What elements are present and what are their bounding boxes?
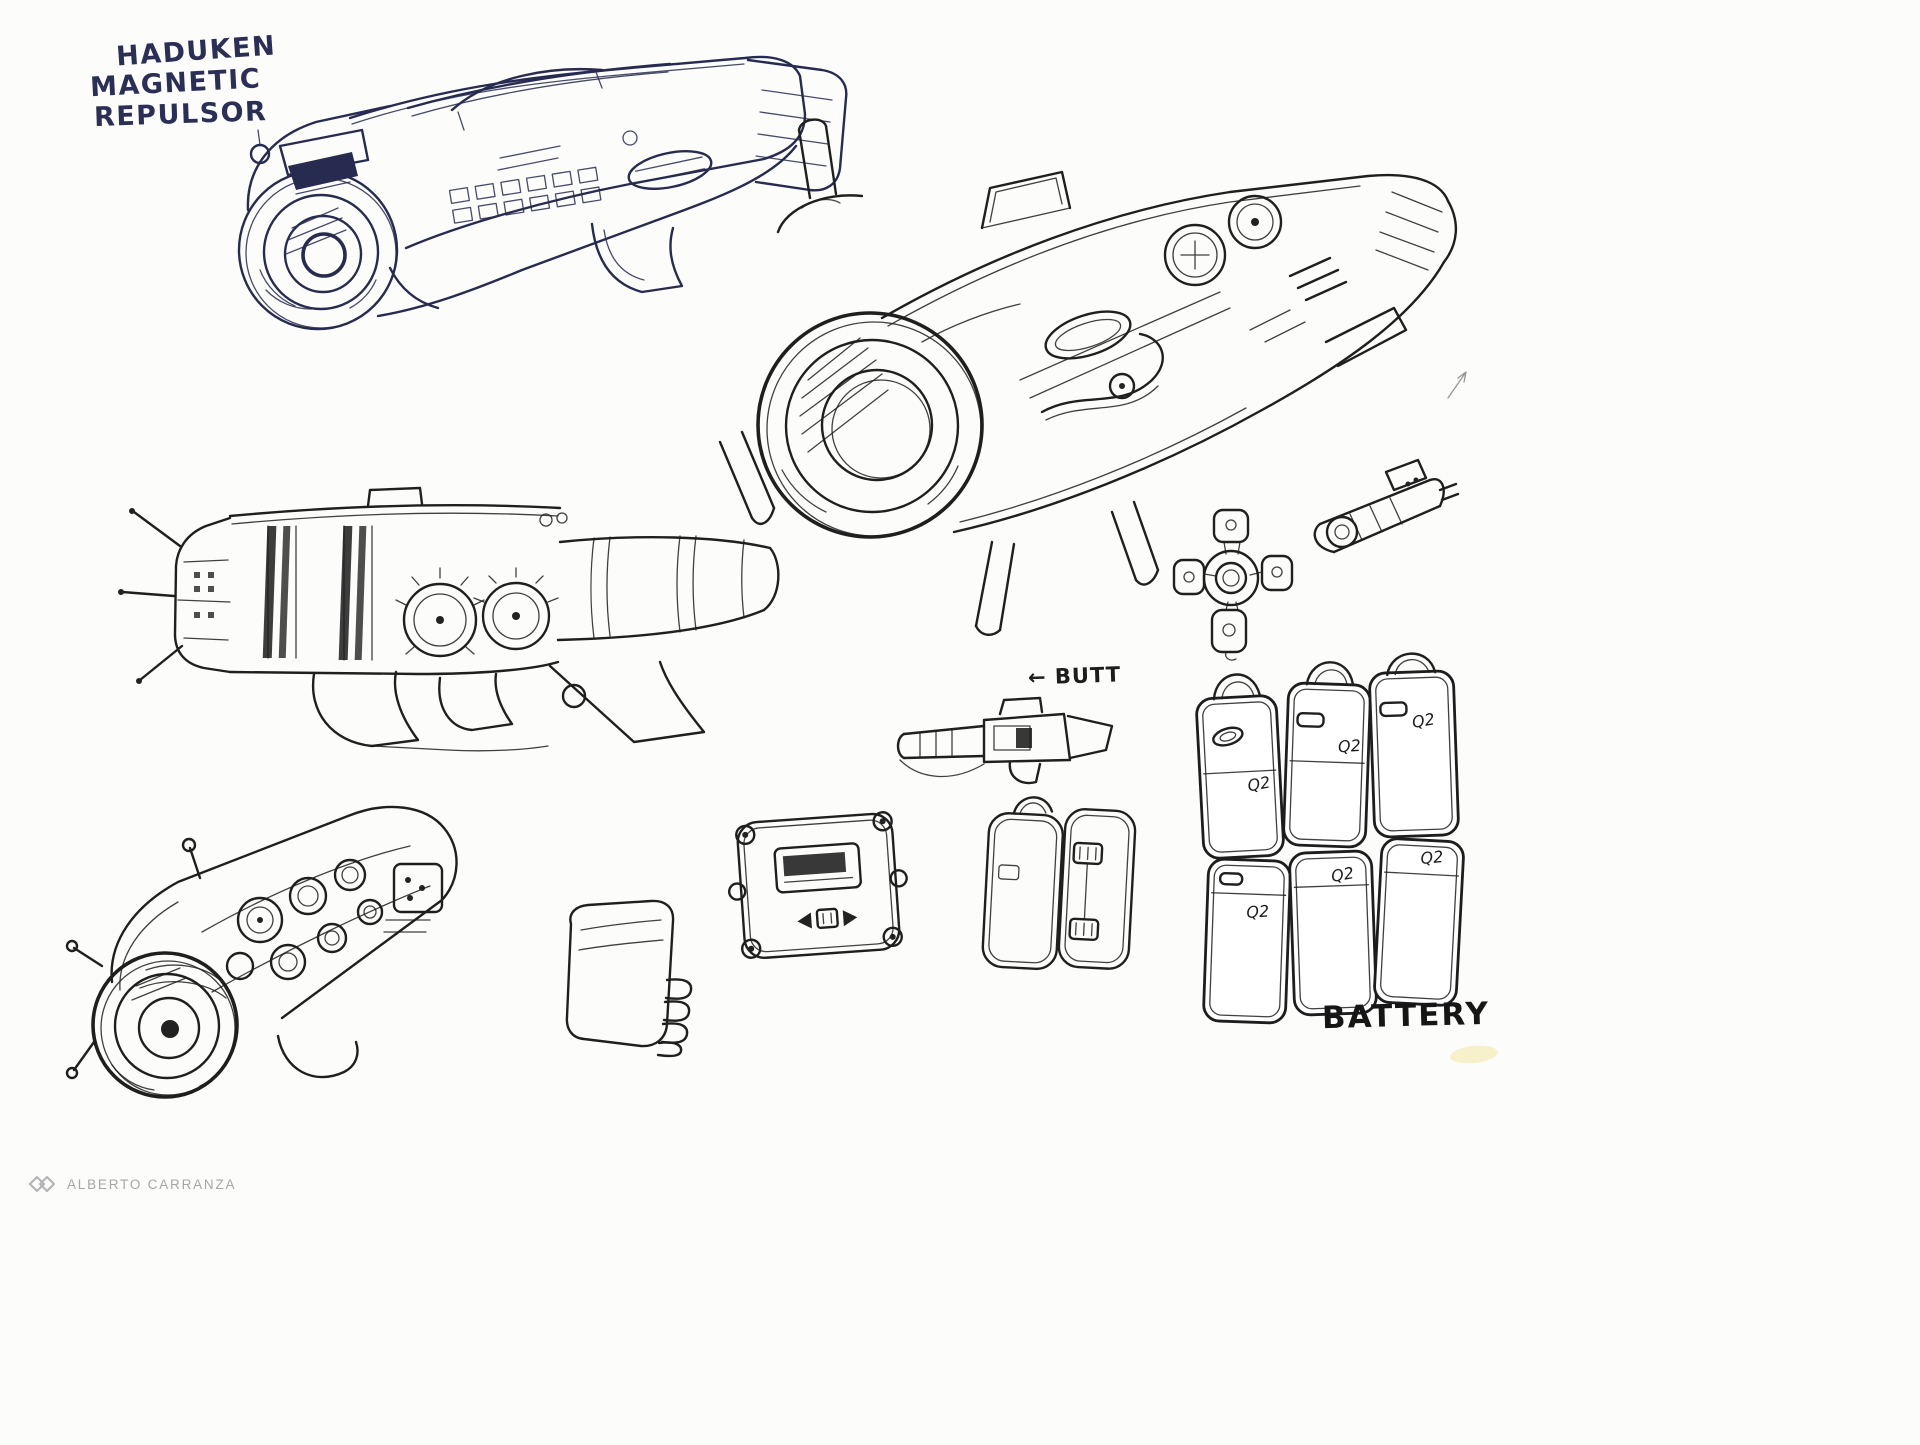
sketch-battery-pack: Q2 Q2 Q2 Q2 xyxy=(1195,652,1465,1025)
sketch-pad-part xyxy=(565,899,693,1058)
barrel-rings xyxy=(237,169,399,331)
battery-cell: Q2 xyxy=(1368,652,1460,839)
dark-band-stripes xyxy=(262,526,367,660)
battery-cell: Q2 xyxy=(1282,661,1372,849)
sketch-hub-valve-part xyxy=(1172,508,1294,661)
sight-visor xyxy=(278,128,370,195)
battery-cell-label: Q2 xyxy=(1337,736,1361,757)
battery-annotation: BATTERY xyxy=(1321,995,1491,1037)
sketch-control-panel-part xyxy=(727,811,908,959)
yellow-smudge xyxy=(1449,1043,1499,1066)
intake-box xyxy=(980,170,1072,230)
artist-name: ALBERTO CARRANZA xyxy=(67,1176,237,1192)
battery-cell: Q2 xyxy=(1195,673,1285,860)
artist-logo-icon xyxy=(29,1176,55,1192)
battery-cell: Q2 xyxy=(1373,837,1465,1007)
panel-buttons xyxy=(797,907,858,930)
rear-barrel xyxy=(556,535,780,642)
battery-cell-label: Q2 xyxy=(1330,863,1356,886)
sketch-rifle-side-view xyxy=(118,486,780,752)
sketch-small-gun-butt-reference xyxy=(896,696,1114,785)
twin-dials xyxy=(395,567,559,658)
sketch-cannon-front-three-quarter xyxy=(718,118,1467,636)
butt-annotation: ← BUTT xyxy=(1027,662,1122,690)
gun-stock xyxy=(746,58,848,192)
battery-cell-label: Q2 xyxy=(1420,847,1444,868)
battery-cell: Q2 xyxy=(1202,857,1292,1025)
sketch-cylinder-gadget-part xyxy=(1313,458,1460,554)
bottom-prongs xyxy=(718,430,1160,636)
battery-cell-label: Q2 xyxy=(1246,772,1272,795)
sketch-gun-rear-view xyxy=(65,805,458,1099)
knob-cluster xyxy=(225,858,384,981)
top-antenna-prongs xyxy=(776,118,864,234)
sketch-backpack-pod-part xyxy=(981,796,1137,971)
top-dials xyxy=(1163,194,1283,287)
sketch-gun-top-left-perspective xyxy=(237,55,848,331)
button-grid xyxy=(448,166,602,224)
end-cap xyxy=(91,951,239,1099)
lcd-screen xyxy=(773,842,862,894)
artist-watermark: ALBERTO CARRANZA xyxy=(28,1174,236,1194)
stray-pen-arrow xyxy=(1447,371,1467,399)
battery-cell-label: Q2 xyxy=(1410,709,1436,732)
battery-cell-label: Q2 xyxy=(1246,901,1270,922)
battery-cell: Q2 xyxy=(1288,849,1378,1017)
muzzle-bore xyxy=(756,311,984,539)
